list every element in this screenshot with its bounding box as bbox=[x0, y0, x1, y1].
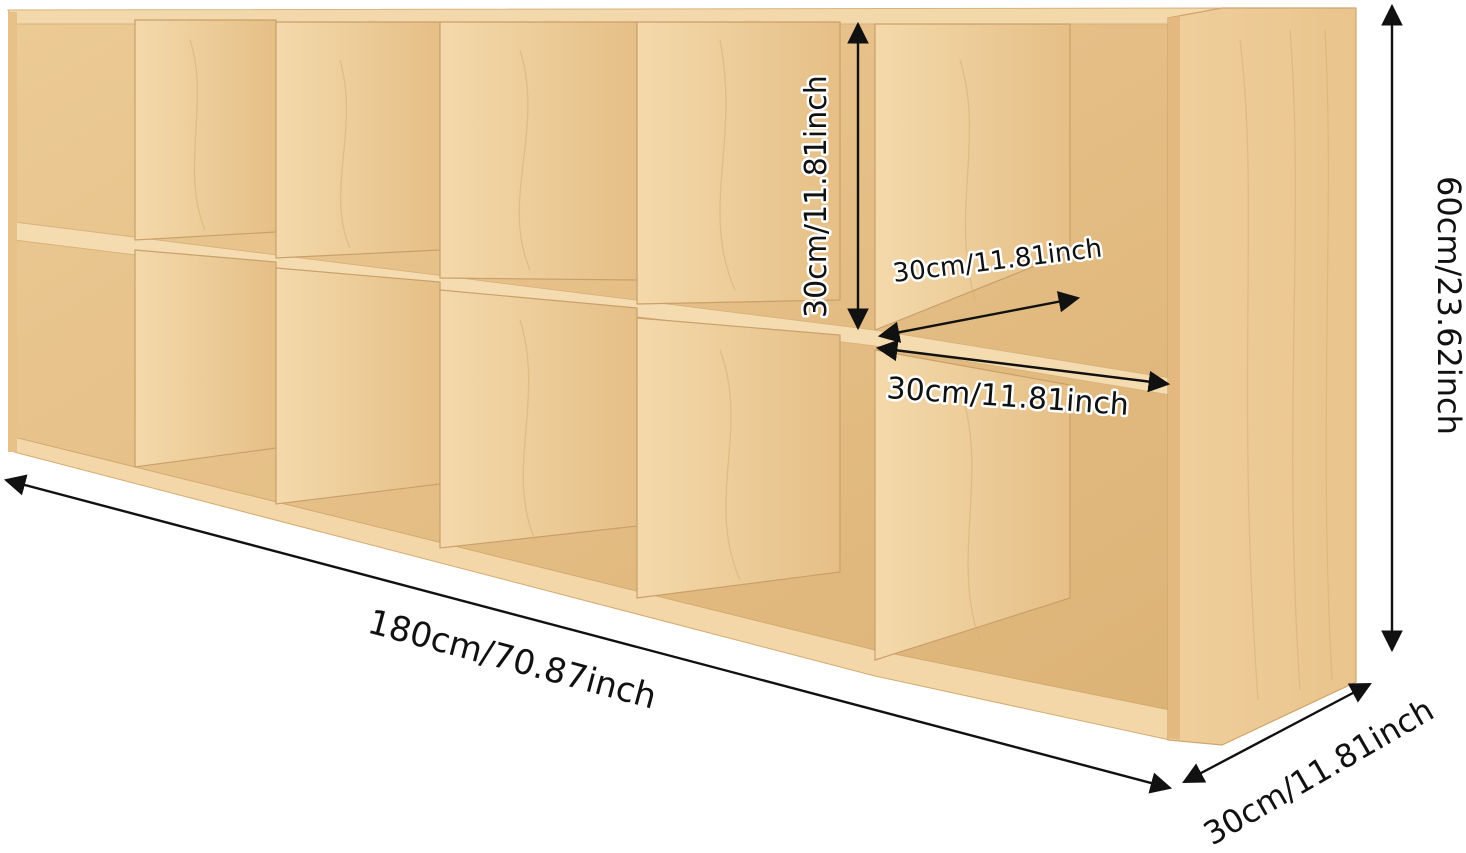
divider bbox=[439, 21, 638, 281]
cubby-width-arrow bbox=[875, 339, 1171, 393]
cubby-depth-arrow bbox=[877, 291, 1081, 343]
shelf-left-edge bbox=[8, 12, 17, 452]
height-label: 60cm/23.62inch bbox=[1430, 176, 1466, 435]
divider bbox=[134, 249, 277, 468]
divider bbox=[874, 23, 1071, 331]
divider bbox=[636, 317, 841, 599]
divider bbox=[275, 267, 441, 505]
width-label: 180cm/70.87inch bbox=[364, 602, 661, 717]
width-arrow bbox=[3, 474, 1173, 794]
divider bbox=[275, 21, 441, 259]
divider bbox=[636, 21, 841, 305]
cubby-height-label: 30cm/11.81inch bbox=[799, 75, 834, 318]
cubby-shelf bbox=[7, 7, 1357, 746]
shelf-right-front-edge bbox=[1168, 16, 1180, 740]
divider bbox=[134, 19, 277, 241]
shelf-dividers bbox=[134, 19, 1071, 661]
depth-arrow bbox=[1182, 682, 1372, 784]
dimension-lines bbox=[3, 3, 1403, 794]
divider bbox=[439, 289, 638, 549]
